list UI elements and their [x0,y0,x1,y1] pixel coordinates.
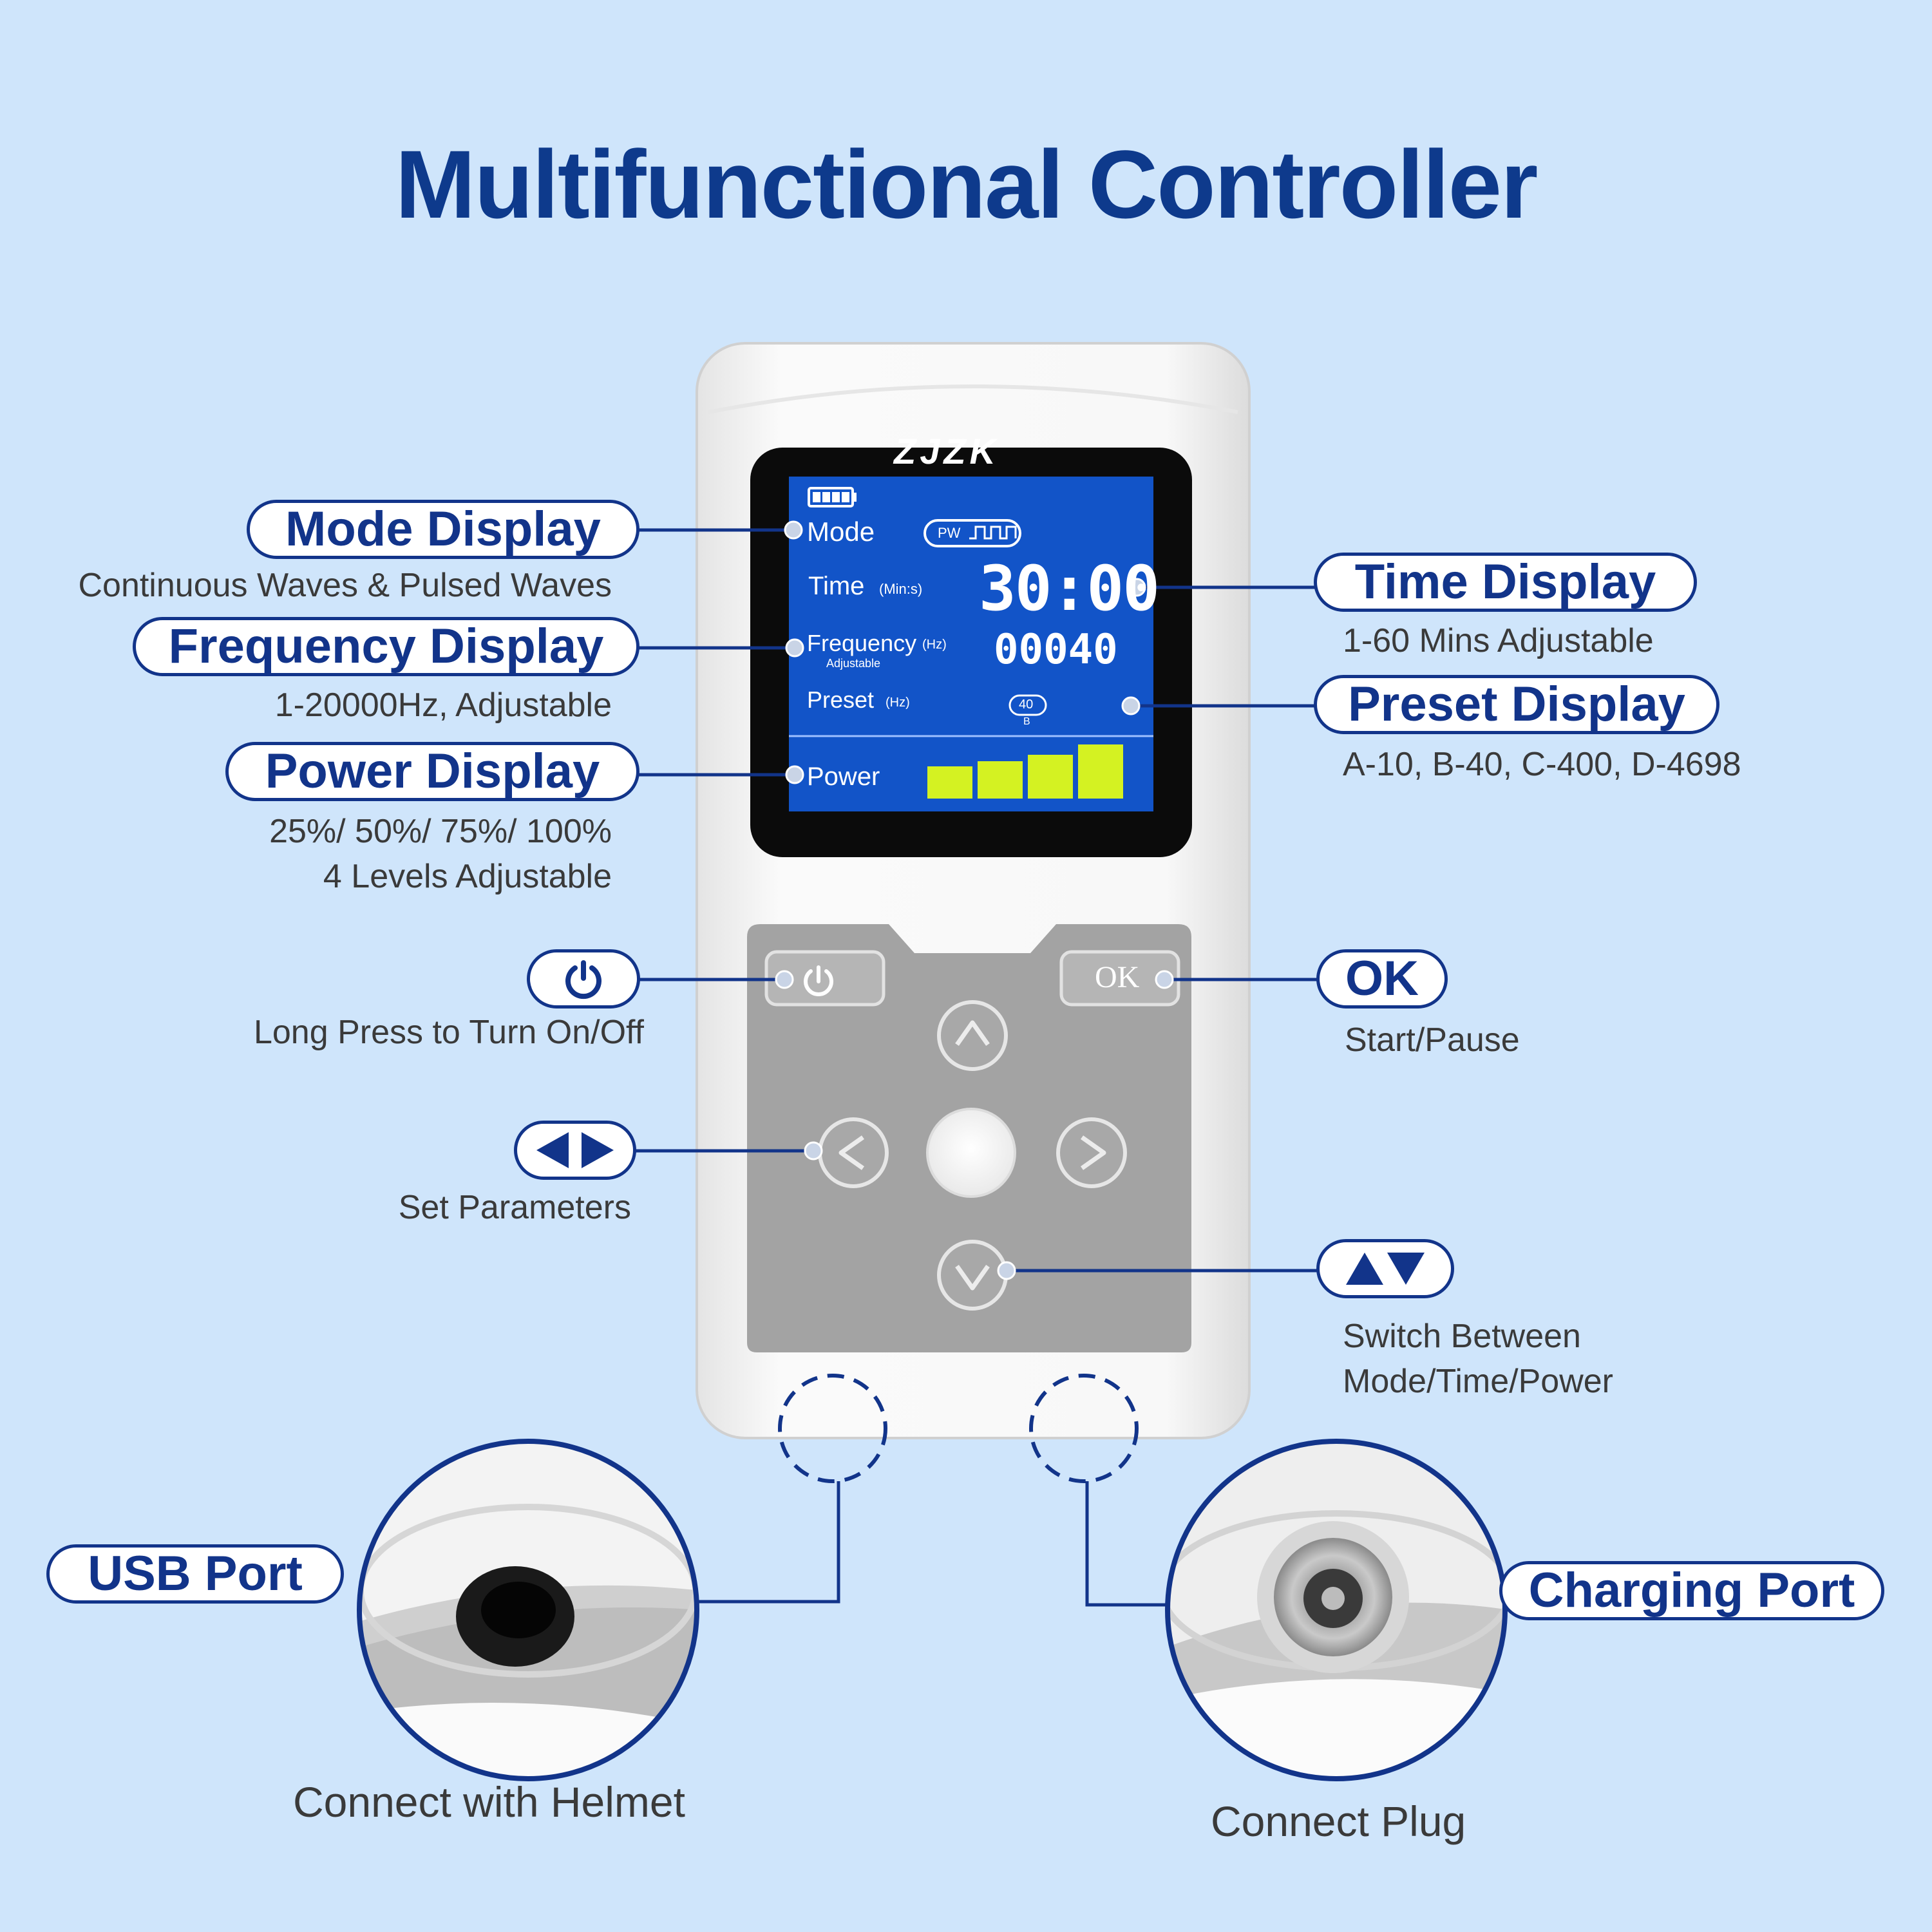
device-up-button[interactable] [937,1000,1008,1071]
power-bar [1028,755,1073,799]
power-bar [1078,744,1123,799]
left-right-arrows-icon [536,1132,614,1168]
charging-port-label: Charging Port [1499,1561,1884,1620]
screen-preset-unit: (Hz) [886,696,910,710]
up-down-arrows-icon [1346,1253,1425,1285]
charging-port-caption: Connect Plug [1211,1797,1466,1845]
usb-port-closeup [357,1439,699,1781]
preset-display-label: Preset Display [1314,675,1719,734]
power-button-desc: Long Press to Turn On/Off [253,1014,644,1051]
frequency-display-label: Frequency Display [133,617,639,676]
mode-display-label: Mode Display [247,500,639,559]
device-center-button[interactable] [926,1108,1016,1198]
power-button-callout [527,949,640,1009]
power-icon [565,960,601,999]
screen-frequency-value: 00040 [994,626,1118,674]
power-display-desc-1: 25%/ 50%/ 75%/ 100% [269,813,612,850]
left-right-callout [514,1121,636,1180]
mode-display-desc: Continuous Waves & Pulsed Waves [78,567,612,604]
screen-frequency-label: Frequency [807,630,917,656]
screen-frequency-unit: (Hz) [922,638,947,652]
screen-preset-label: Preset [807,687,875,713]
screen-mode-label: Mode [807,516,875,547]
device-left-button[interactable] [818,1117,889,1188]
screen-mode-icon-text: PW [938,525,961,541]
up-down-callout [1316,1239,1454,1298]
page-title: Multifunctional Controller [395,130,1539,238]
up-down-desc-2: Mode/Time/Power [1343,1363,1613,1400]
preset-badge [1009,694,1047,716]
ok-callout-label: OK [1316,949,1448,1009]
screen-power-label: Power [807,762,880,791]
leader-lines [635,528,1317,1607]
screen-time-value: 30:00 [979,553,1160,625]
power-display-desc-2: 4 Levels Adjustable [323,858,612,895]
charging-port-closeup [1165,1439,1508,1781]
time-display-desc: 1-60 Mins Adjustable [1343,622,1654,659]
usb-port-marker [778,1374,887,1483]
frequency-display-desc: 1-20000Hz, Adjustable [274,687,612,724]
brand-logo: ZJZK [894,431,999,471]
up-down-desc-1: Switch Between [1343,1318,1581,1355]
leader-dots [775,520,1174,1280]
charging-port-marker [1029,1374,1139,1483]
power-display-label: Power Display [225,742,639,801]
battery-icon [808,487,857,507]
screen-preset-letter: B [1023,716,1030,727]
device-power-button[interactable] [764,950,886,1007]
screen-frequency-sub: Adjustable [826,657,881,670]
usb-port-label: USB Port [46,1544,344,1604]
screen-time-label: Time [808,572,865,600]
usb-port-caption: Connect with Helmet [293,1778,685,1826]
power-bars [927,744,1123,799]
ok-desc: Start/Pause [1345,1021,1520,1059]
ok-button-label: OK [1095,960,1140,994]
device-right-button[interactable] [1056,1117,1127,1188]
set-parameters-desc: Set Parameters [398,1189,631,1226]
pulse-wave-icon [923,519,1021,547]
preset-display-desc: A-10, B-40, C-400, D-4698 [1343,746,1741,783]
screen-time-unit: (Min:s) [879,581,923,597]
time-display-label: Time Display [1314,553,1697,612]
power-bar [978,761,1023,799]
device-down-button[interactable] [937,1240,1008,1311]
power-bar [927,766,972,799]
screen-preset-value: 40 [1019,697,1034,712]
